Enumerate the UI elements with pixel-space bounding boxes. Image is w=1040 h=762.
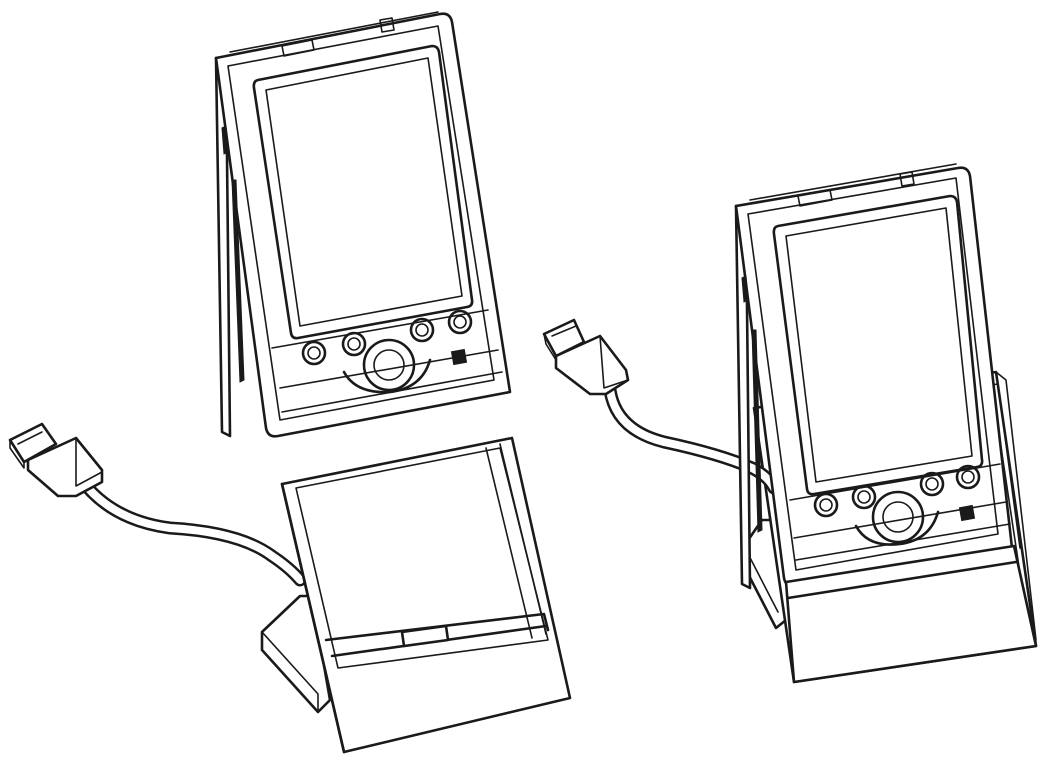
docking-cradle-left <box>260 436 572 754</box>
cradle-front-lip-right <box>786 560 1018 600</box>
cradle-front-lip-left <box>324 612 550 642</box>
cable-fill-left <box>76 474 304 584</box>
device-top-edge-left <box>229 11 439 53</box>
usb-plug-tip-left <box>8 422 58 464</box>
stylus-slot-left <box>379 17 395 33</box>
app-button-4-right <box>955 464 981 490</box>
stylus-slot-right <box>899 171 915 187</box>
cradle-rear-leg-left <box>260 594 332 714</box>
device-top-edge-right <box>749 163 957 201</box>
app-button-1-left <box>301 340 327 366</box>
cradle-front-right <box>784 371 1038 684</box>
cradle-side-left <box>485 447 533 639</box>
app-button-3-left <box>409 317 435 343</box>
handheld-device-right <box>734 163 1014 590</box>
device-bezel-left <box>227 25 495 421</box>
screen-frame-right <box>772 194 984 496</box>
nav-pad-housing-right <box>854 510 940 546</box>
device-bezel-right <box>747 177 999 571</box>
side-strip-left <box>231 179 245 383</box>
usb-cable-left <box>8 422 307 587</box>
app-button-3-right <box>919 471 945 497</box>
app-button-2-left <box>341 331 367 357</box>
usb-plug-tip-right <box>542 318 586 358</box>
side-button-left <box>221 125 229 155</box>
cradle-front-panel-right <box>784 544 1038 684</box>
speaker-grille-right <box>958 504 976 522</box>
cable-fill-right <box>606 386 778 492</box>
nav-pad-right <box>871 490 925 544</box>
side-button-right <box>741 275 749 303</box>
nav-pad-center-left <box>373 349 405 381</box>
nav-pad-center-right <box>882 501 914 533</box>
nav-pad-housing-left <box>342 358 432 394</box>
dock-connector-left <box>400 624 450 648</box>
handheld-device-left <box>214 11 512 438</box>
usb-cable-right <box>542 318 781 495</box>
screen-right <box>785 207 973 483</box>
speaker-grille-left <box>450 348 468 366</box>
app-button-2-right <box>851 484 877 510</box>
screen-frame-left <box>252 44 474 340</box>
app-button-1-right <box>813 492 839 518</box>
cradle-inner-left <box>295 447 549 669</box>
screen-left <box>265 57 463 327</box>
app-button-4-left <box>447 309 473 335</box>
nav-pad-left <box>362 338 416 392</box>
side-strip-right <box>751 329 763 533</box>
